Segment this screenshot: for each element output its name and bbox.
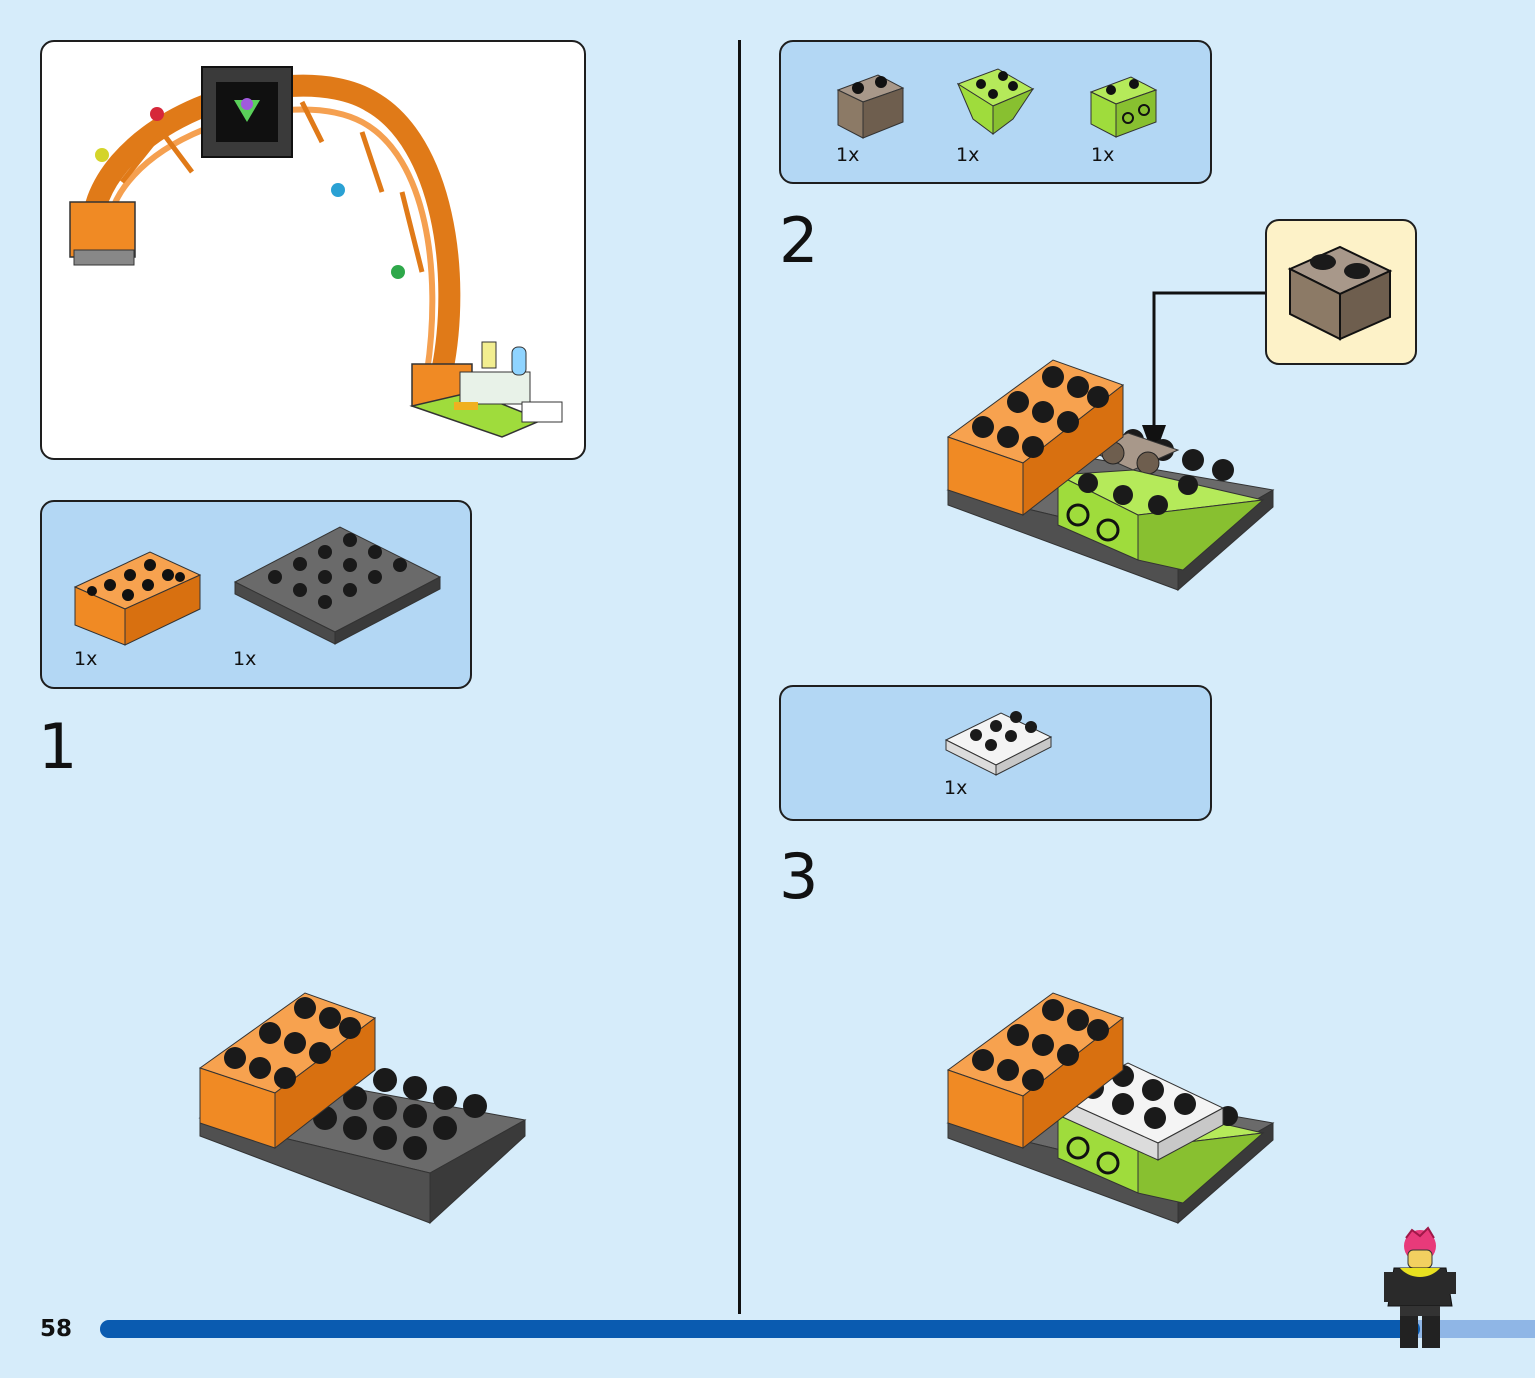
dark-gray-4x6-plate-icon <box>233 526 442 645</box>
orange-2x4-brick-icon <box>73 551 202 646</box>
step-2-part-2-qty: 1x <box>956 144 980 166</box>
column-divider <box>738 40 741 1314</box>
progress-bar <box>100 1320 1535 1338</box>
step-1-part-1-qty: 1x <box>74 648 98 670</box>
green-light <box>391 265 405 279</box>
tan-1x2-brick-callout-icon <box>1287 245 1393 341</box>
step-1-assembly-illustration <box>198 992 527 1225</box>
model-overview-panel <box>40 40 586 460</box>
part-callout-box <box>1265 219 1417 365</box>
step-2-parts-panel: 1x 1x 1x <box>779 40 1212 184</box>
lime-inverted-slope-icon <box>956 68 1035 135</box>
step-3-part-1-qty: 1x <box>944 777 968 799</box>
step-2-number: 2 <box>779 204 819 277</box>
step-3-assembly-illustration <box>946 992 1275 1225</box>
step-2-assembly-illustration <box>946 359 1275 592</box>
page-number: 58 <box>40 1316 73 1342</box>
yellow-light <box>95 148 109 162</box>
arch-model-illustration <box>69 66 563 438</box>
tan-1x2-brick-icon <box>836 74 905 139</box>
step-1-part-2-qty: 1x <box>233 648 257 670</box>
lime-side-stud-brick-icon <box>1089 76 1158 138</box>
step-1-parts-panel: 1x 1x <box>40 500 472 689</box>
minifigure-character <box>1384 1226 1456 1348</box>
progress-bar-fill <box>100 1320 1421 1338</box>
step-2-part-1-qty: 1x <box>836 144 860 166</box>
step-2-part-3-qty: 1x <box>1091 144 1115 166</box>
step-3-parts-panel: 1x <box>779 685 1212 821</box>
white-2x3-plate-icon <box>944 711 1053 776</box>
blue-light <box>331 183 345 197</box>
step-1-number: 1 <box>38 710 78 783</box>
step-3-number: 3 <box>779 840 819 913</box>
red-light <box>150 107 164 121</box>
